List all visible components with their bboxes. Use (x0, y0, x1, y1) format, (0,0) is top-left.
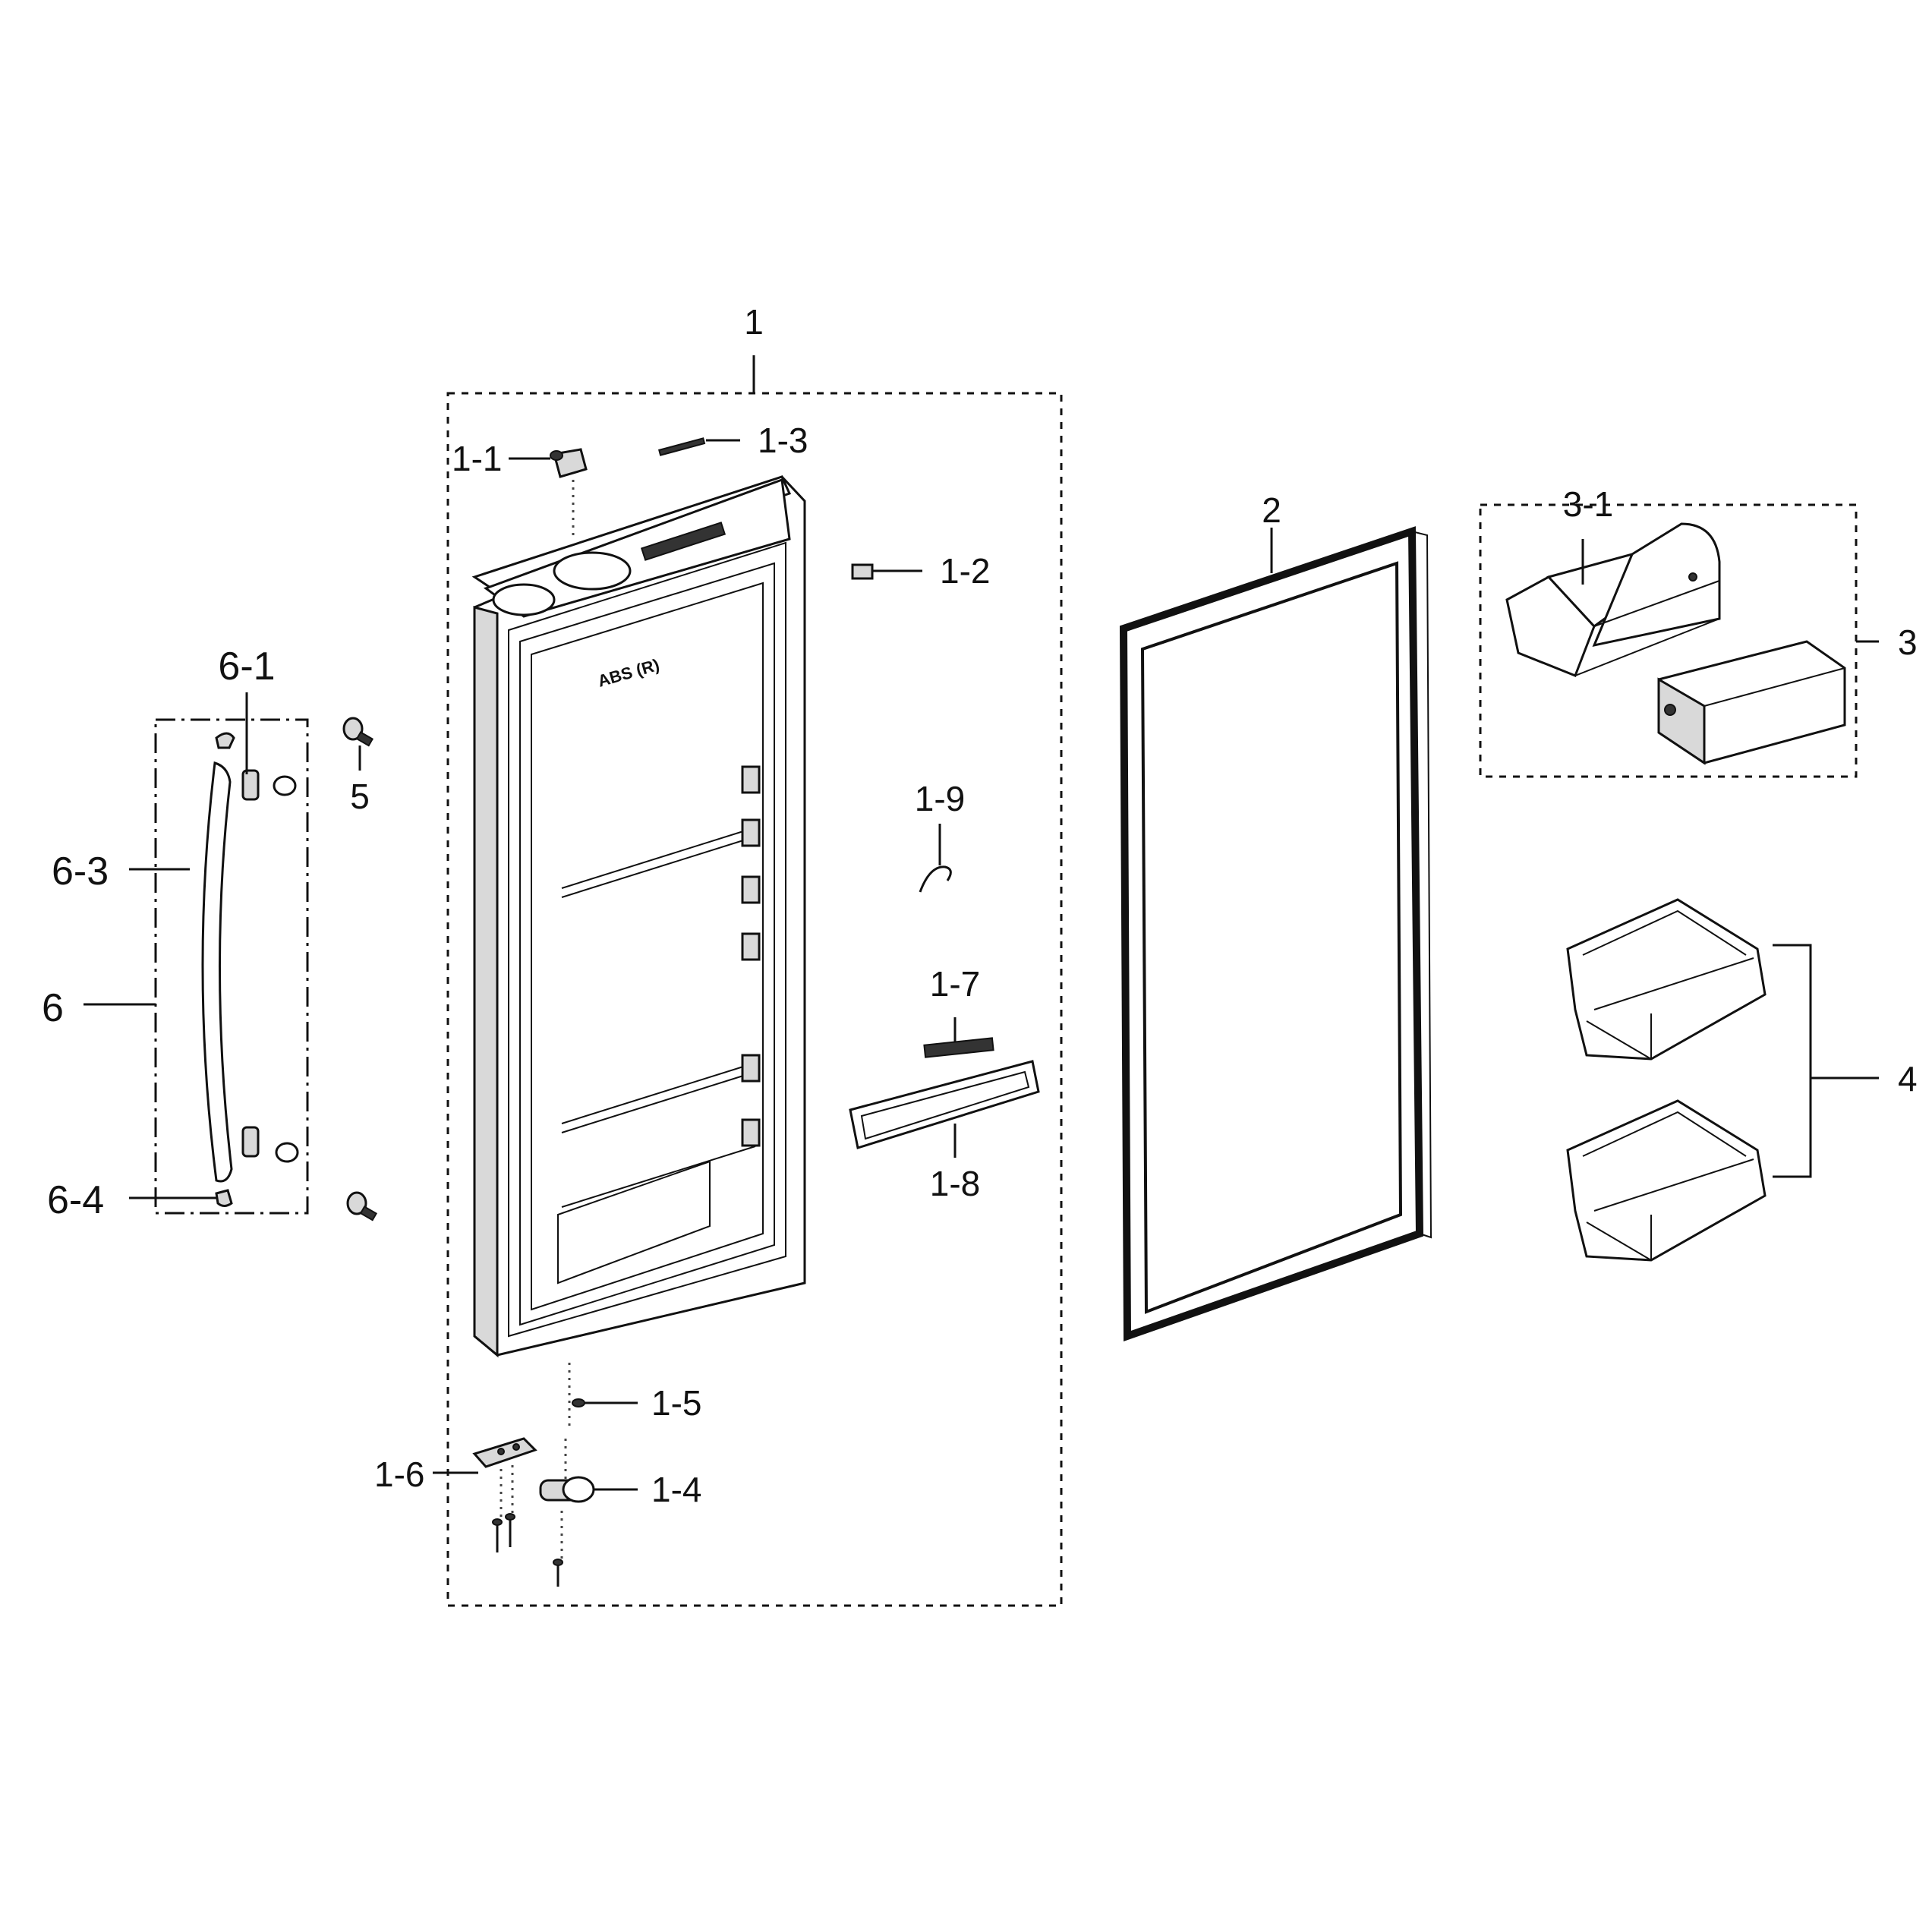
door-switch-wire (919, 865, 952, 893)
callout-1-6: 1-6 (374, 1455, 424, 1494)
handle-bracket-upper (241, 769, 297, 801)
callout-1-3: 1-3 (758, 421, 808, 460)
hinge-shim-strip (658, 437, 706, 456)
callout-1-7: 1-7 (930, 964, 980, 1004)
door-bin-lower (1566, 1099, 1767, 1262)
callout-3: 3 (1898, 623, 1918, 662)
door-assembly-group: 1 (374, 302, 1063, 1607)
callout-1-4: 1-4 (651, 1470, 701, 1509)
hinge-screws (492, 1513, 563, 1587)
callout-4: 4 (1898, 1059, 1918, 1098)
handle-end-cap-bottom (215, 1189, 233, 1207)
bottom-hinge-bracket (472, 1437, 537, 1518)
callout-6: 6 (42, 986, 64, 1030)
callout-2: 2 (1262, 490, 1281, 530)
door-handle-bar (201, 761, 233, 1183)
callout-1-9: 1-9 (915, 779, 965, 818)
callout-6-4: 6-4 (47, 1178, 104, 1222)
door-bins: 4 (1566, 898, 1918, 1262)
door-bin-upper (1566, 898, 1767, 1061)
callout-1-2: 1-2 (940, 551, 990, 591)
door-gasket (1119, 526, 1432, 1342)
handle-assembly-box (154, 718, 309, 1215)
callout-6-1: 6-1 (218, 645, 275, 689)
dairy-bin-group: 3 3-1 (1479, 484, 1918, 778)
hinge-washer (572, 1398, 585, 1407)
callout-1-8: 1-8 (930, 1164, 980, 1203)
handle-mounting-studs: 5 (342, 717, 378, 1221)
handle-end-cap-top (215, 732, 235, 749)
handle-assembly-group: 6-1 6-3 6 6-4 (42, 645, 309, 1222)
callout-3-1: 3-1 (1563, 484, 1613, 524)
handle-bracket-lower (241, 1126, 299, 1163)
callout-5: 5 (350, 777, 370, 816)
callout-1-1: 1-1 (452, 439, 502, 478)
handle-pocket-cover (849, 1060, 1040, 1149)
handle-stud-upper (342, 717, 374, 747)
door-stopper-block (851, 563, 874, 580)
door-liner: ABS (R) (471, 475, 806, 1358)
dairy-bin-lid (1657, 640, 1846, 765)
dairy-bin-frame (1505, 522, 1721, 677)
callout-1-5: 1-5 (651, 1383, 701, 1423)
top-hinge-cap (550, 448, 588, 539)
trim-strip (923, 1037, 994, 1058)
handle-stud-lower (346, 1191, 378, 1221)
bottom-hinge-bushing (539, 1476, 595, 1503)
callout-6-3: 6-3 (52, 849, 109, 894)
callout-1: 1 (744, 302, 764, 342)
